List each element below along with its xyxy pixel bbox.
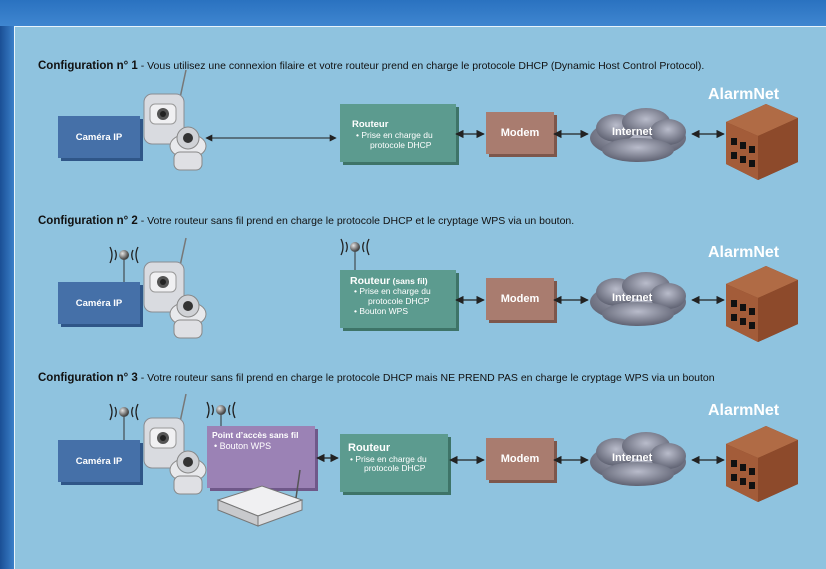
config-3-access-point-device — [216, 469, 304, 527]
config-3-internet-label: Internet — [612, 452, 653, 464]
config-3-router-box: Routeur • Prise en charge du protocole D… — [340, 434, 448, 492]
config-1-alarmnet-label: AlarmNet — [708, 86, 780, 103]
config-2-alarmnet-label: AlarmNet — [708, 244, 780, 261]
config-1-alarmnet-building — [726, 104, 798, 180]
config-3-camera-box: Caméra IP — [58, 440, 140, 482]
config-2-router-item-3: • Bouton WPS — [354, 305, 409, 316]
config-1-router-box: Routeur • Prise en charge du protocole D… — [340, 104, 456, 162]
config-3-camera-label: Caméra IP — [75, 455, 123, 467]
config-3-alarmnet-label: AlarmNet — [708, 402, 780, 419]
config-2-router-item-2: protocole DHCP — [368, 295, 430, 306]
config-1-router-title: Routeur — [352, 119, 389, 130]
config-3-router-item-1: • Prise en charge du — [350, 453, 427, 464]
config-2-router-title: Routeur — [350, 275, 391, 287]
config-1-modem-box: Modem — [486, 112, 554, 154]
config-2-caption: Configuration n° 2 - Votre routeur sans … — [38, 215, 574, 227]
config-2-camera-label: Caméra IP — [75, 297, 123, 309]
config-3-router-title: Routeur — [348, 442, 391, 454]
config-2-router-title-suffix: (sans fil) — [390, 276, 428, 286]
left-accent-band — [0, 26, 14, 569]
config-3-description: - Votre routeur sans fil prend en charge… — [137, 372, 715, 384]
config-1-modem-label: Modem — [500, 126, 540, 139]
config-3-ap-title: Point d’accès sans fil — [212, 430, 299, 440]
config-2-router-item-1: • Prise en charge du — [354, 286, 431, 297]
config-3-caption: Configuration n° 3 - Votre routeur sans … — [38, 372, 715, 384]
config-1-description: - Vous utilisez une connexion filaire et… — [137, 60, 705, 72]
config-3-heading: Configuration n° 3 — [38, 372, 138, 384]
config-1-router-item-2: protocole DHCP — [370, 139, 432, 150]
config-1-caption: Configuration n° 1 - Vous utilisez une c… — [38, 60, 704, 72]
config-3-ap-item-1: • Bouton WPS — [214, 440, 272, 451]
config-3-router-item-2: protocole DHCP — [364, 463, 426, 474]
config-1-camera-box: Caméra IP — [58, 116, 140, 158]
config-1-heading: Configuration n° 1 — [38, 60, 138, 72]
config-2-alarmnet-building — [726, 266, 798, 342]
config-2-modem-box: Modem — [486, 278, 554, 320]
config-3-alarmnet-building — [726, 426, 798, 502]
config-1-internet-label: Internet — [612, 126, 653, 138]
config-3-modem-box: Modem — [486, 438, 554, 480]
config-2-heading: Configuration n° 2 — [38, 215, 138, 227]
config-3-access-point-box: Point d’accès sans fil • Bouton WPS — [207, 426, 315, 488]
config-2-router-box: Routeur (sans fil) • Prise en charge du … — [340, 270, 456, 328]
config-2-internet-label: Internet — [612, 292, 653, 304]
config-1-router-item-1: • Prise en charge du — [356, 129, 433, 140]
config-2-camera-icon — [143, 237, 207, 339]
config-2-modem-label: Modem — [500, 292, 540, 305]
config-3-camera-icon — [143, 393, 207, 495]
config-3-modem-label: Modem — [500, 452, 540, 465]
config-1-camera-label: Caméra IP — [75, 131, 123, 143]
config-2-description: - Votre routeur sans fil prend en charge… — [137, 215, 575, 227]
header-band — [0, 0, 826, 26]
config-2-camera-box: Caméra IP — [58, 282, 140, 324]
config-1-camera-icon — [143, 69, 207, 171]
